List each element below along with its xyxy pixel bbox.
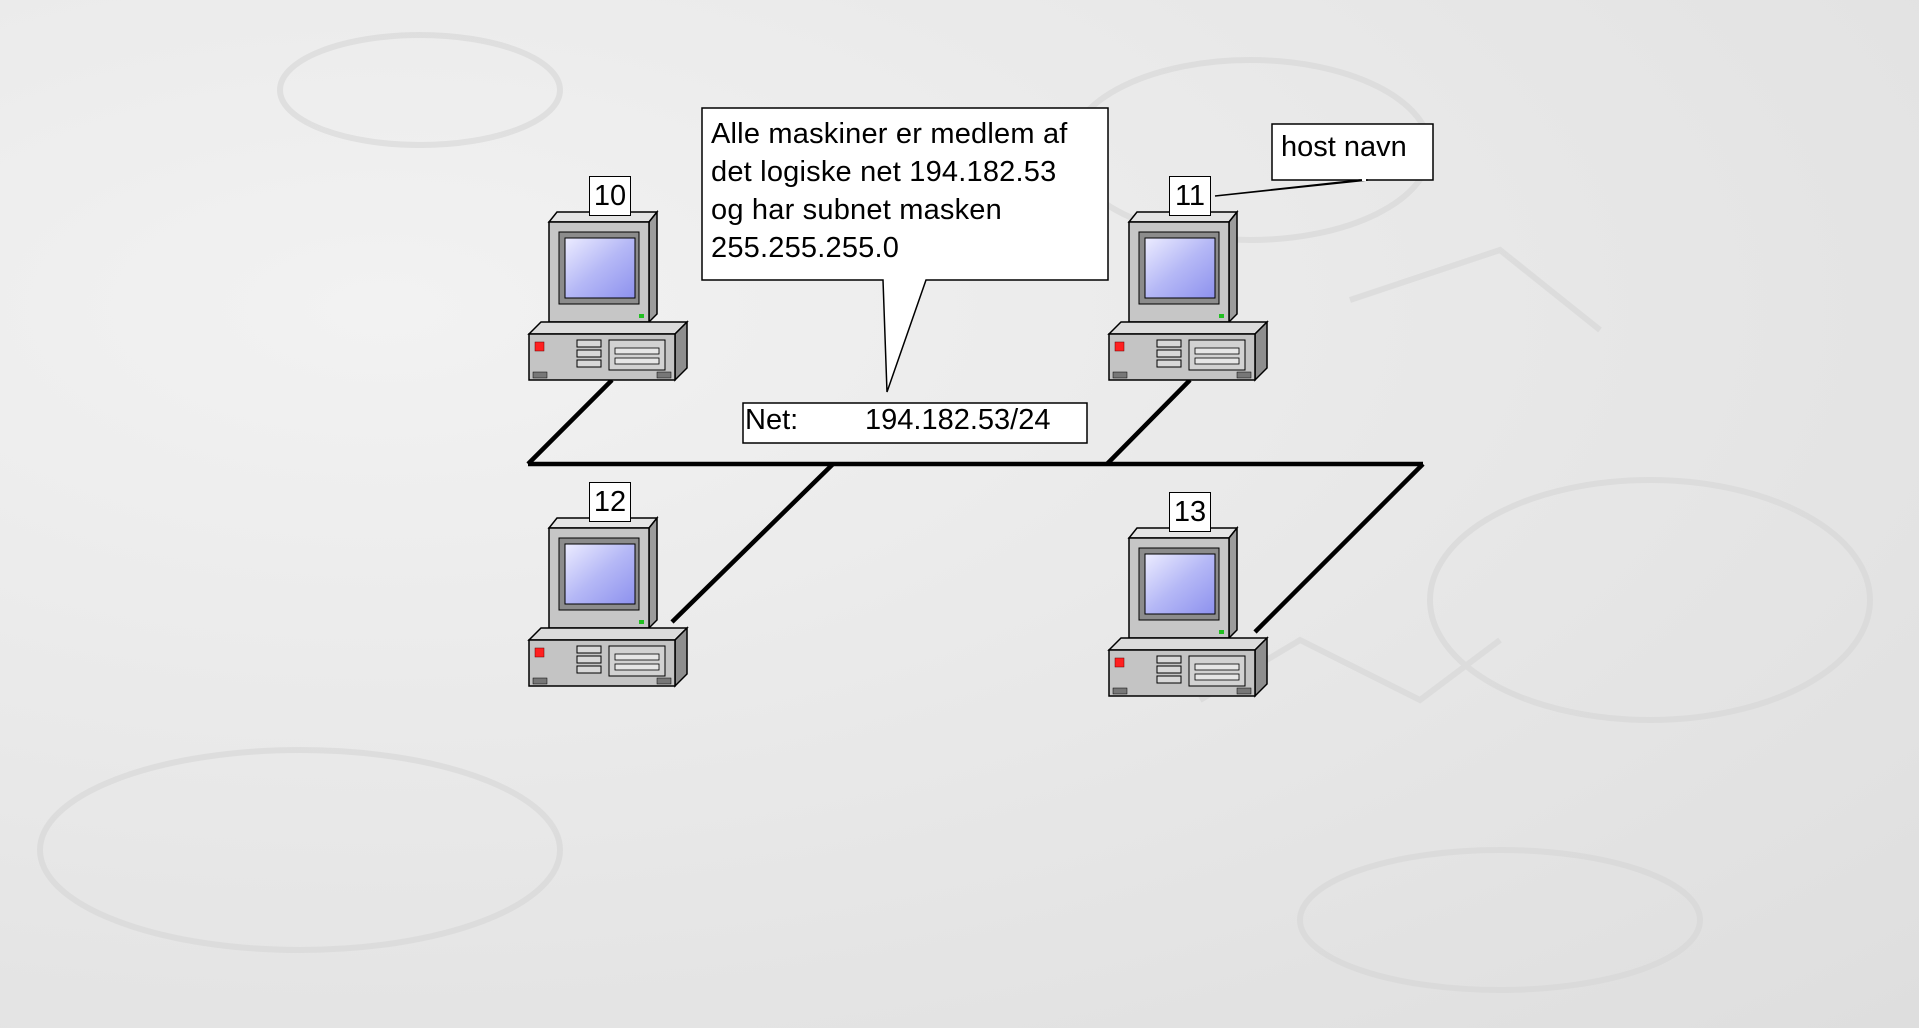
host-number-10: 10: [589, 176, 631, 216]
computer-icon-host-10: [528, 211, 688, 381]
computer-icon-host-13: [1108, 527, 1268, 697]
cable-host-10: [526, 378, 614, 466]
cable-host-13: [1253, 462, 1425, 634]
network-cables: [526, 378, 1425, 634]
host-name-callout-box: [1271, 123, 1434, 181]
computer-icon-host-11: [1108, 211, 1268, 381]
computer-icon-host-12: [528, 517, 688, 687]
callout-line: det logiske net 194.182.53: [711, 156, 1057, 188]
host-name-callout-pointer: [1214, 179, 1369, 197]
network-label-prefix: Net:: [745, 404, 799, 436]
cable-host-11: [1105, 378, 1192, 466]
callout-line: Alle maskiner er medlem af: [711, 118, 1068, 150]
network-label-value: 194.182.53/24: [865, 404, 1051, 436]
network-label-box: [742, 402, 1088, 444]
info-callout-box: [701, 107, 1109, 393]
cable-host-12: [670, 462, 835, 624]
host-number-11: 11: [1169, 176, 1211, 216]
callout-line: 255.255.255.0: [711, 232, 900, 264]
callout-line: og har subnet masken: [711, 194, 1002, 226]
host-number-13: 13: [1169, 492, 1211, 532]
host-name-callout-text: host navn: [1281, 131, 1407, 163]
info-callout-text: Alle maskiner er medlem af det logiske n…: [711, 115, 1101, 267]
host-number-12: 12: [589, 482, 631, 522]
